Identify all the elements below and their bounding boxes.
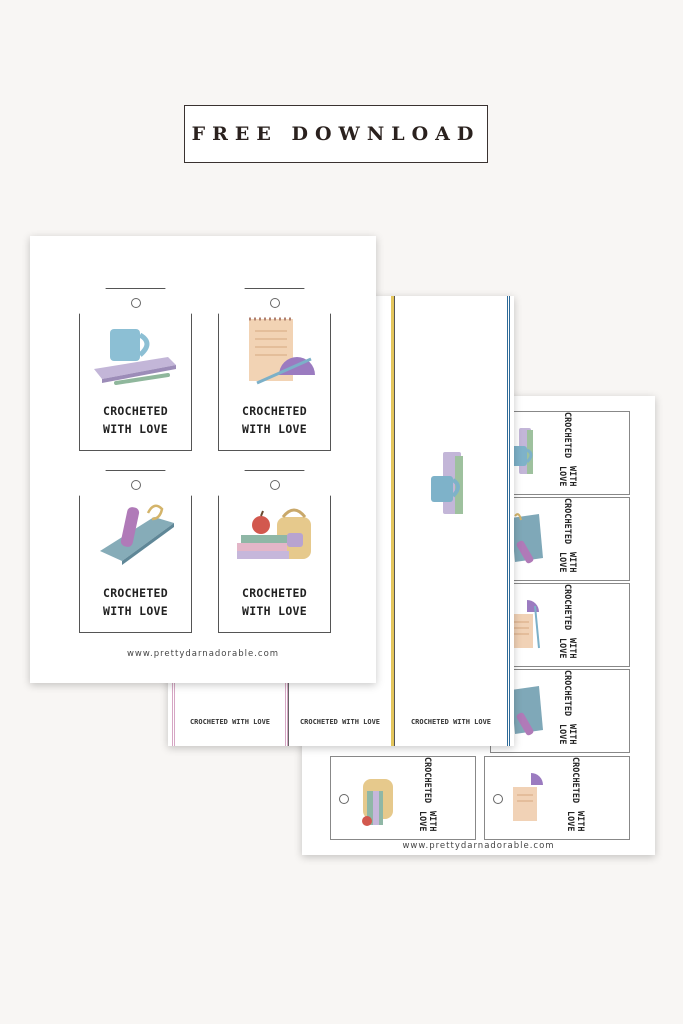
website-url: www.prettydarnadorable.com bbox=[126, 649, 280, 659]
tag-hole bbox=[269, 298, 280, 308]
bookmark-text: CROCHETED WITH LOVE bbox=[410, 718, 492, 726]
bookmark-text: CROCHETED WITH LOVE bbox=[189, 718, 271, 726]
mug-book-icon bbox=[431, 452, 463, 514]
bookmark-text: CROCHETED WITH LOVE bbox=[299, 718, 381, 726]
free-download-banner[interactable]: FREE DOWNLOAD bbox=[184, 105, 488, 163]
tag-hole bbox=[269, 480, 280, 490]
notepad-protractor-icon bbox=[249, 317, 315, 385]
tag-hole bbox=[130, 298, 141, 308]
books-apple-backpack-icon bbox=[362, 779, 393, 826]
book-pen-icon bbox=[100, 504, 174, 565]
notepad-protractor-icon bbox=[513, 773, 543, 821]
book-pen-icon bbox=[511, 513, 543, 564]
tag-hole bbox=[339, 794, 349, 804]
books-apple-backpack-icon bbox=[237, 508, 311, 559]
mug-book-icon bbox=[94, 329, 176, 385]
website-url: www.prettydarnadorable.com bbox=[402, 841, 555, 851]
book-pen-icon bbox=[511, 686, 543, 736]
bookmark-strip-blue: CROCHETED WITH LOVE bbox=[394, 296, 510, 746]
tag-hole bbox=[130, 480, 141, 490]
tag-hole bbox=[493, 794, 503, 804]
